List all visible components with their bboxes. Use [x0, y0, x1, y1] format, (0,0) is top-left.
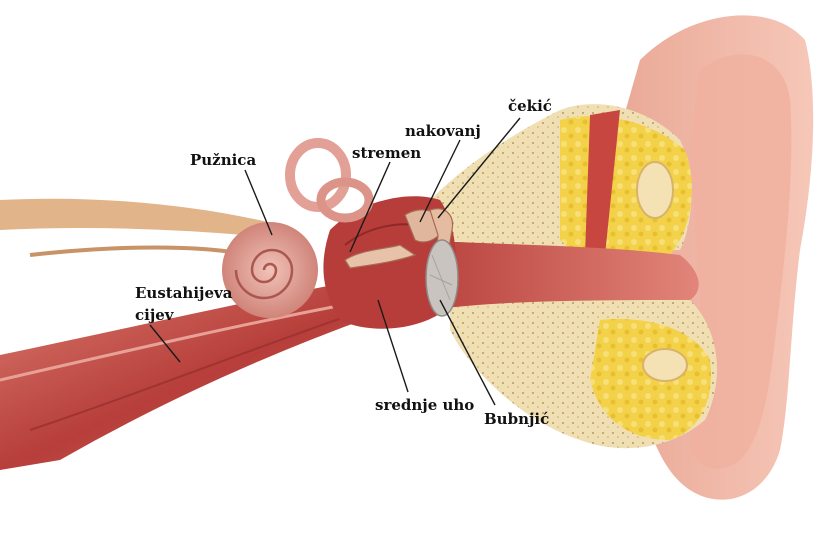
- label-puznica: Pužnica: [190, 151, 256, 169]
- cochlea: [222, 222, 318, 318]
- label-bubnjic: Bubnjić: [484, 410, 549, 428]
- label-srednje-uho: srednje uho: [375, 396, 474, 414]
- label-cekic: čekić: [508, 97, 552, 115]
- label-eustahijeva-2: cijev: [135, 306, 175, 324]
- label-nakovanj: nakovanj: [405, 122, 481, 140]
- label-eustahijeva-1: Eustahijeva: [135, 284, 233, 302]
- label-stremen: stremen: [352, 144, 421, 162]
